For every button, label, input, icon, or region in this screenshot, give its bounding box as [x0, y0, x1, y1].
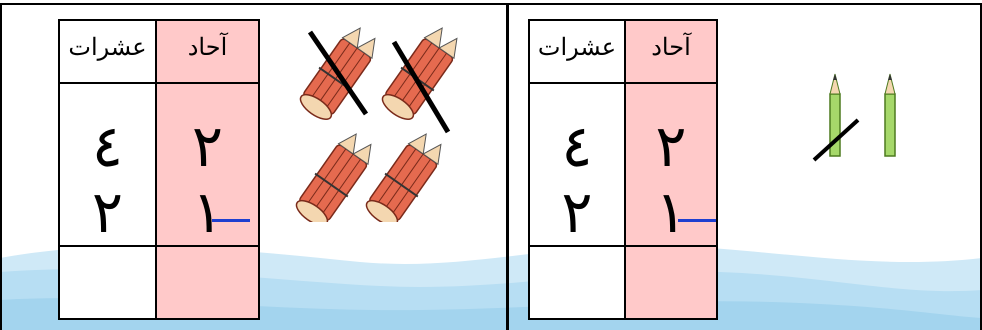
cross-out-mark	[307, 30, 369, 116]
tens-bottom-digit: ٢	[561, 178, 593, 246]
ones-header: آحاد	[187, 33, 228, 61]
tens-top-digit: ٤	[561, 112, 593, 180]
place-value-table-left: عشرات ٤ ٢ آحاد ٢ ١	[58, 19, 260, 320]
ones-result-cell[interactable]	[157, 257, 258, 307]
ones-column: آحاد ٢ ١	[155, 19, 260, 320]
header-separator	[58, 82, 260, 84]
pencil-icon	[884, 73, 896, 157]
frame-right-border	[980, 3, 982, 330]
tens-bottom-digit: ٢	[91, 178, 124, 246]
tens-column: عشرات ٤ ٢	[58, 19, 155, 320]
cross-out-mark	[812, 118, 860, 162]
tens-header: عشرات	[68, 33, 147, 61]
ones-column: آحاد ٢ ١	[624, 19, 718, 320]
pencil-bundle-icon	[365, 133, 442, 222]
cross-out-mark	[391, 40, 451, 134]
minus-sign	[212, 219, 250, 222]
pencil-bundle-icon	[295, 133, 372, 222]
header-separator	[528, 82, 718, 84]
panel-divider	[506, 4, 509, 330]
ones-bottom-digit: ١	[191, 178, 224, 246]
ones-top-digit: ٢	[655, 112, 687, 180]
single-pencils-illustration	[812, 73, 896, 162]
pencil-icon	[829, 73, 841, 157]
place-value-table-right: عشرات ٤ ٢ آحاد ٢ ١	[528, 19, 718, 320]
ones-header: آحاد	[651, 33, 691, 61]
tens-column: عشرات ٤ ٢	[528, 19, 624, 320]
tens-top-digit: ٤	[91, 112, 124, 180]
minus-sign	[678, 219, 716, 222]
pencil-bundle-icon	[299, 27, 376, 120]
tens-header: عشرات	[537, 33, 617, 61]
frame-left-border	[0, 3, 2, 330]
ones-result-cell[interactable]	[626, 257, 716, 307]
tens-result-cell[interactable]	[60, 257, 155, 307]
tens-result-cell[interactable]	[530, 257, 624, 307]
frame-top-border	[0, 3, 982, 5]
pencil-bundles-illustration	[295, 27, 458, 222]
ones-bottom-digit: ١	[655, 178, 687, 246]
ones-top-digit: ٢	[191, 112, 224, 180]
result-separator	[528, 245, 718, 247]
pencil-bundle-icon	[381, 27, 458, 120]
result-separator	[58, 245, 260, 247]
